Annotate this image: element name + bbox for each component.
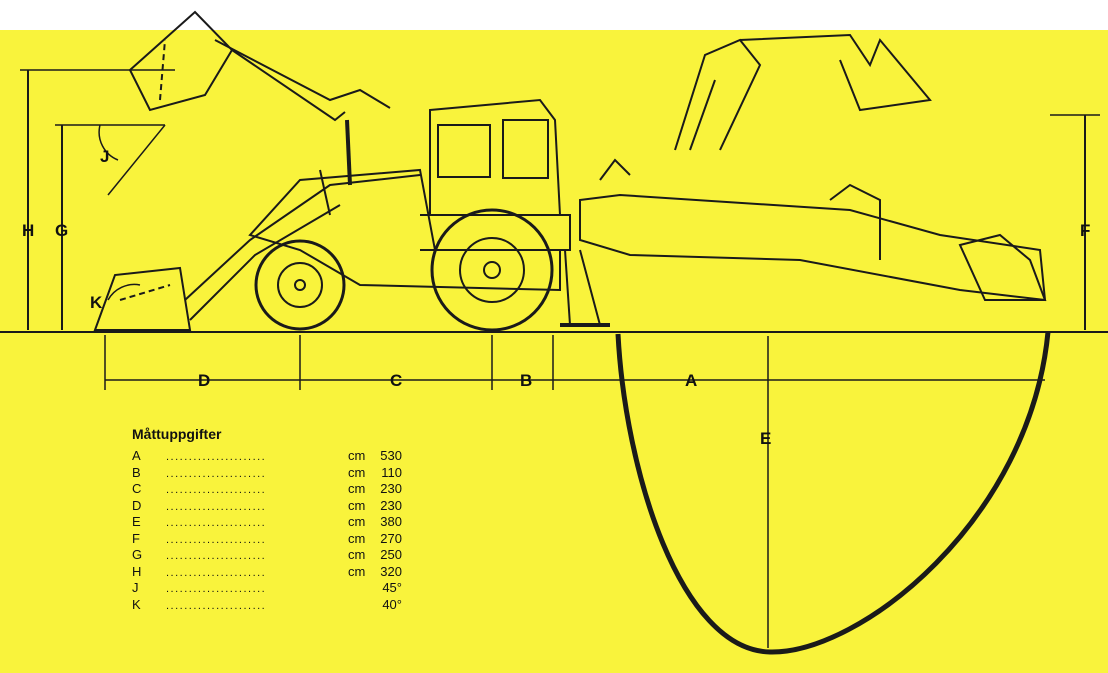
spec-row: E...................... cm 380 <box>132 514 402 531</box>
front-wheel <box>254 239 346 331</box>
label-a: A <box>685 371 698 390</box>
spec-value: 230 <box>380 497 402 513</box>
spec-value: 250 <box>380 547 402 562</box>
dig-curve <box>615 331 1051 655</box>
spec-row: D...................... cm 230 <box>132 498 402 515</box>
spec-key: C <box>132 481 142 496</box>
spec-dots: ...................... <box>166 500 267 513</box>
spec-unit: cm <box>348 464 366 480</box>
spec-key: A <box>132 448 141 463</box>
label-f: F <box>1080 221 1091 240</box>
backhoe-boom <box>579 193 1047 302</box>
spec-unit: cm <box>348 481 366 496</box>
spec-dots: ...................... <box>166 599 267 612</box>
label-b: B <box>520 371 533 390</box>
spec-key: B <box>132 464 141 480</box>
cab <box>429 98 562 216</box>
raised-bucket <box>128 10 234 112</box>
spec-value: 40° <box>382 596 402 612</box>
rear-wheel <box>430 208 554 332</box>
label-h: H <box>22 221 35 240</box>
spec-value: 380 <box>380 514 402 529</box>
spec-row: G...................... cm 250 <box>132 547 402 564</box>
spec-row: H...................... cm 320 <box>132 564 402 581</box>
spec-value: 110 <box>381 464 402 480</box>
spec-dots: ...................... <box>166 517 267 529</box>
label-c: C <box>390 371 403 390</box>
spec-dots: ...................... <box>166 533 267 546</box>
spec-value: 530 <box>380 448 402 463</box>
spec-row: F...................... cm 270 <box>132 531 402 548</box>
raised-backhoe <box>674 38 762 151</box>
spec-unit: cm <box>348 563 366 579</box>
label-e: E <box>760 429 772 448</box>
label-g: G <box>55 221 69 240</box>
spec-row: C...................... cm 230 <box>132 481 402 498</box>
spec-unit: cm <box>348 514 366 529</box>
spec-key: F <box>132 530 140 546</box>
spec-row: K...................... 40° <box>132 597 402 614</box>
label-j: J <box>100 147 110 166</box>
spec-dots: ...................... <box>166 583 267 595</box>
spec-unit: cm <box>348 547 366 562</box>
spec-unit: cm <box>348 530 366 546</box>
spec-row: J...................... 45° <box>132 580 402 597</box>
spec-key: K <box>132 596 141 612</box>
spec-dots: ...................... <box>166 484 267 496</box>
spec-dots: ...................... <box>166 550 267 562</box>
spec-key: H <box>132 563 142 579</box>
spec-value: 320 <box>380 563 402 579</box>
spec-title: Måttuppgifter <box>132 426 222 442</box>
spec-dots: ...................... <box>166 566 267 579</box>
spec-value: 45° <box>382 580 402 595</box>
spec-key: J <box>132 580 139 595</box>
spec-dots: ...................... <box>166 451 267 463</box>
spec-key: E <box>132 514 141 529</box>
spec-row: A...................... cm 530 <box>132 448 402 465</box>
backhoe-bucket <box>958 233 1047 301</box>
spec-unit: cm <box>348 448 366 463</box>
spec-key: D <box>132 497 142 513</box>
spec-value: 270 <box>380 530 402 546</box>
spec-dots: ...................... <box>166 467 267 480</box>
spec-row: B...................... cm 110 <box>132 465 402 482</box>
spec-unit: cm <box>348 497 366 513</box>
yellow-panel <box>0 30 1108 673</box>
spec-value: 230 <box>380 481 402 496</box>
front-bucket <box>93 266 192 331</box>
label-k: K <box>90 293 103 312</box>
spec-key: G <box>132 547 143 562</box>
spec-table: Måttuppgifter A...................... cm 5… <box>132 426 402 613</box>
label-d: D <box>198 371 211 390</box>
